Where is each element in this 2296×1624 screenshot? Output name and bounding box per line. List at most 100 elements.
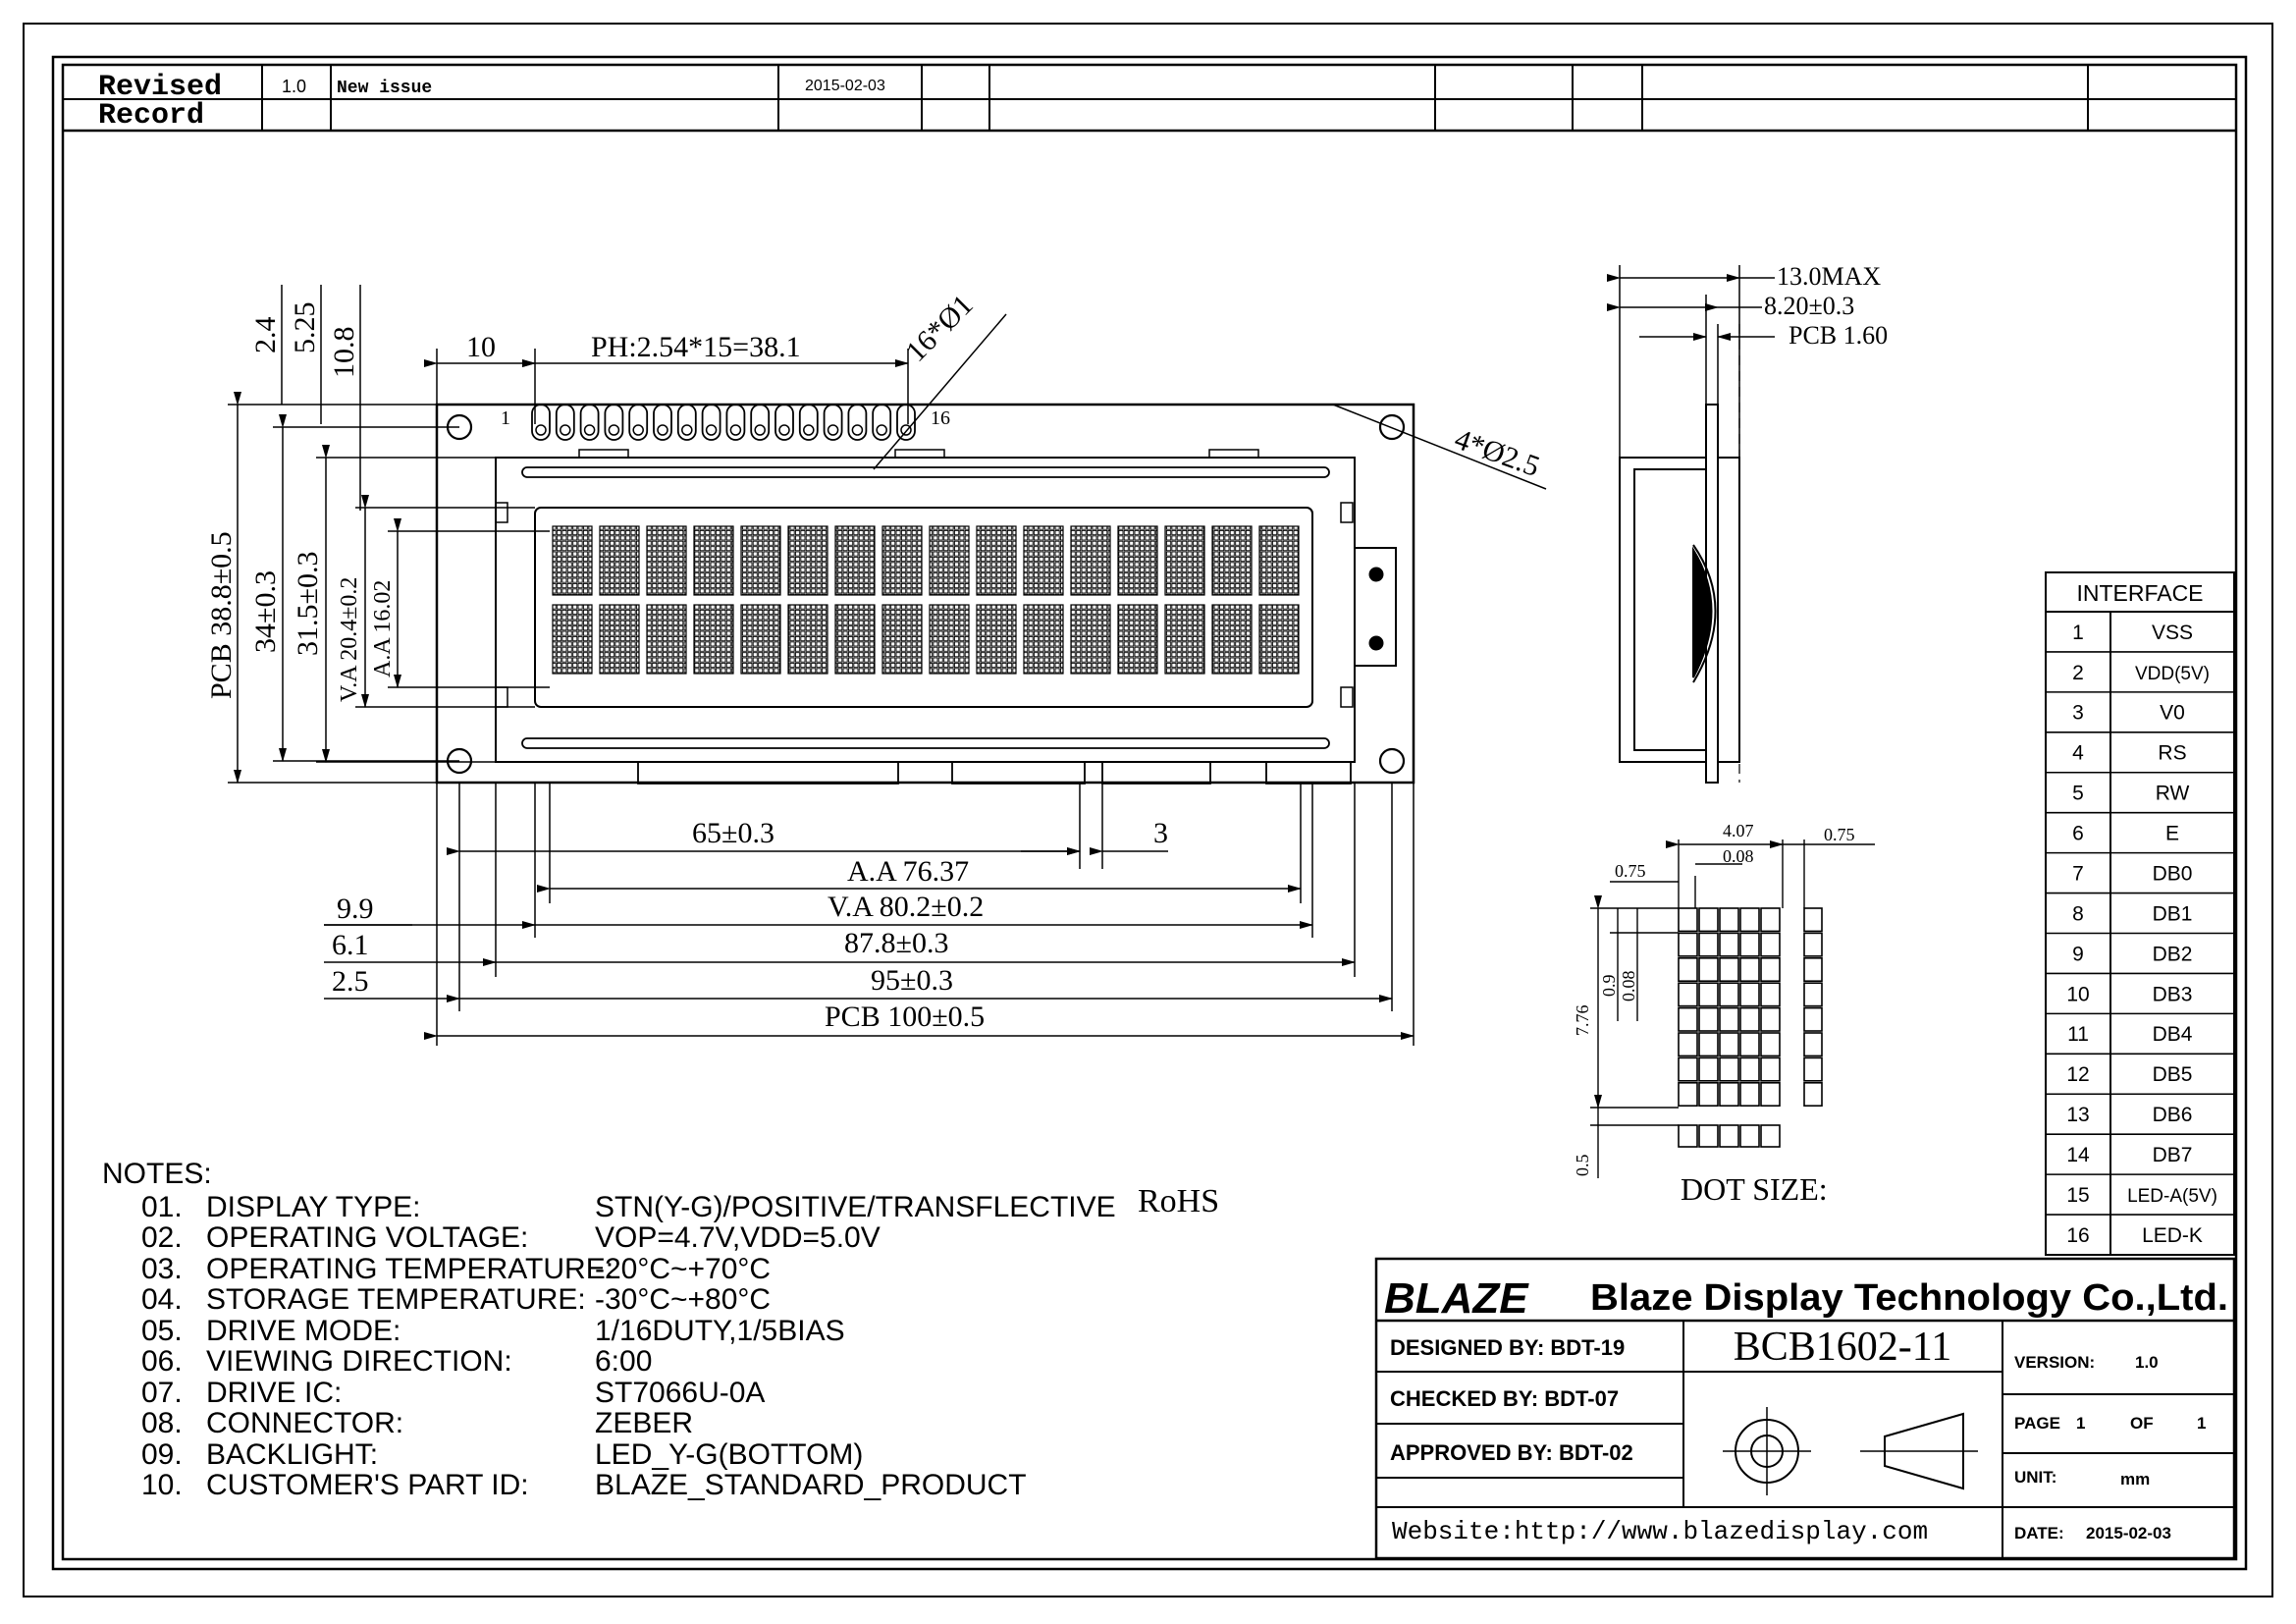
cursor-dot xyxy=(1760,1124,1781,1148)
dot xyxy=(1698,932,1719,957)
note-label: CONNECTOR: xyxy=(206,1407,404,1439)
connector-pin xyxy=(798,404,819,441)
character-cell xyxy=(1211,604,1253,675)
dot xyxy=(1719,932,1739,957)
note-value: LED_Y-G(BOTTOM) xyxy=(595,1437,864,1471)
note-label: DISPLAY TYPE: xyxy=(206,1190,421,1223)
note-label: CUSTOMER'S PART ID: xyxy=(206,1469,529,1501)
unit-value: mm xyxy=(2120,1470,2150,1489)
pin-number: 6 xyxy=(2072,823,2084,845)
dim-6-1: 6.1 xyxy=(332,929,369,961)
dot xyxy=(1719,1006,1739,1032)
dim-3: 3 xyxy=(1153,817,1168,849)
note-value: ST7066U-0A xyxy=(595,1376,766,1409)
pin-number: 3 xyxy=(2072,702,2084,725)
note-number: 03. xyxy=(141,1252,183,1285)
character-cell xyxy=(599,525,640,596)
notes-list: 01.DISPLAY TYPE:STN(Y-G)/POSITIVE/TRANSF… xyxy=(102,1184,1260,1501)
dim-0-08-w: 0.08 xyxy=(1723,846,1754,866)
pin-name: DB5 xyxy=(2153,1063,2193,1086)
version-label: VERSION: xyxy=(2014,1353,2095,1372)
gap-dot xyxy=(1803,1006,1823,1032)
pin-number: 2 xyxy=(2072,662,2084,684)
character-cell xyxy=(740,604,781,675)
character-cell xyxy=(693,604,734,675)
connector-pin xyxy=(872,404,892,441)
pin-name: RS xyxy=(2158,742,2186,765)
checked-by: CHECKED BY: BDT-07 xyxy=(1390,1386,1619,1411)
character-cell xyxy=(552,604,593,675)
dot xyxy=(1719,982,1739,1007)
date-value: 2015-02-03 xyxy=(2086,1524,2171,1543)
gap-dot xyxy=(1803,932,1823,957)
character-cell xyxy=(1023,525,1064,596)
pin-row xyxy=(531,404,916,441)
note-item: 06.VIEWING DIRECTION:6:00 xyxy=(102,1346,1260,1378)
dot xyxy=(1678,932,1698,957)
dim-2-5: 2.5 xyxy=(332,965,369,998)
dot xyxy=(1698,956,1719,982)
title-block-text: BLAZE Blaze Display Technology Co.,Ltd. … xyxy=(1384,1274,2228,1546)
connector-pin xyxy=(531,404,551,441)
character-cell xyxy=(1070,604,1111,675)
dim-31-5: 31.5±0.3 xyxy=(292,552,324,656)
interface-row: 4 RS xyxy=(2046,731,2234,765)
connector-pin xyxy=(823,404,843,441)
pin-number: 4 xyxy=(2072,742,2084,765)
side-view xyxy=(1607,265,1775,784)
revision-header-2: Record xyxy=(98,99,204,133)
character-matrix xyxy=(552,525,1300,675)
pin-name: DB1 xyxy=(2153,902,2193,925)
dot xyxy=(1739,907,1760,933)
dim-aa-height: A.A 16.02 xyxy=(370,580,396,677)
character-cell xyxy=(834,525,876,596)
dim-8-20: 8.20±0.3 xyxy=(1764,292,1854,320)
character-cell xyxy=(929,525,970,596)
character-cell xyxy=(1258,525,1300,596)
dot-size-labels: 4.07 0.08 0.75 0.75 7.76 0.9 0.08 0.5 DO… xyxy=(1573,821,1855,1207)
pin-name: RW xyxy=(2156,783,2190,805)
note-number: 01. xyxy=(141,1190,183,1223)
dot-size-label: DOT SIZE: xyxy=(1681,1171,1828,1207)
cursor-dot xyxy=(1719,1124,1739,1148)
dot xyxy=(1678,982,1698,1007)
dim-2-4: 2.4 xyxy=(249,317,282,354)
dot xyxy=(1739,932,1760,957)
pin-number: 10 xyxy=(2066,983,2089,1005)
dot xyxy=(1719,907,1739,933)
pcb-outline xyxy=(435,403,1415,785)
dot xyxy=(1739,982,1760,1007)
dot xyxy=(1698,1082,1719,1108)
revision-description: New issue xyxy=(337,79,432,98)
dot-size-dims xyxy=(1590,839,1875,1178)
dot xyxy=(1760,907,1781,933)
character-cell xyxy=(1164,604,1205,675)
note-label: VIEWING DIRECTION: xyxy=(206,1345,512,1378)
notes-title: NOTES: xyxy=(102,1158,212,1190)
pin-name: DB2 xyxy=(2153,943,2193,965)
note-number: 07. xyxy=(141,1376,183,1409)
character-cell xyxy=(1258,604,1300,675)
mount-hole xyxy=(1378,747,1406,775)
dot xyxy=(1698,982,1719,1007)
note-value: BLAZE_STANDARD_PRODUCT xyxy=(595,1469,1027,1501)
dim-4-07: 4.07 xyxy=(1723,821,1754,840)
dot xyxy=(1698,907,1719,933)
company-logo: BLAZE xyxy=(1384,1274,1529,1323)
pages-value: 1 xyxy=(2197,1414,2206,1433)
page-value: 1 xyxy=(2076,1414,2085,1433)
note-item: 01.DISPLAY TYPE:STN(Y-G)/POSITIVE/TRANSF… xyxy=(102,1184,1260,1223)
character-cell xyxy=(740,525,781,596)
character-cell xyxy=(834,604,876,675)
dot xyxy=(1719,1056,1739,1082)
note-number: 08. xyxy=(141,1407,183,1439)
date-label: DATE: xyxy=(2014,1524,2064,1543)
dot xyxy=(1760,1032,1781,1057)
